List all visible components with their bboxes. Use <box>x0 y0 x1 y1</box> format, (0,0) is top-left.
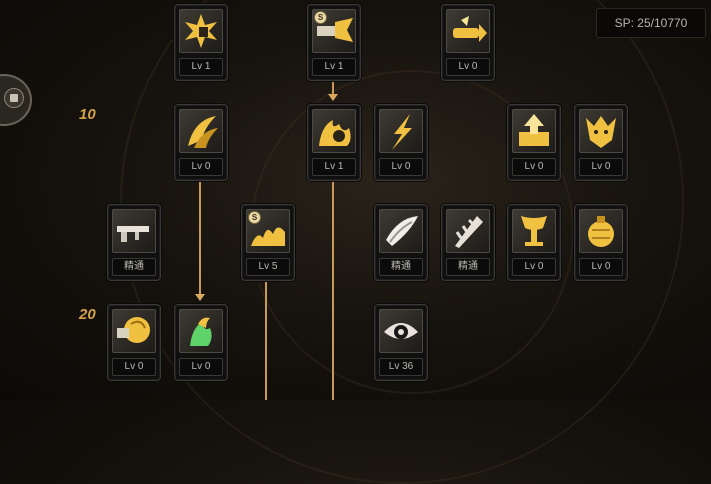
rifle-icon <box>112 209 156 253</box>
lightning-icon <box>379 109 423 153</box>
blade-icon <box>379 209 423 253</box>
connector-line <box>265 282 267 400</box>
connector-arrow <box>195 294 205 301</box>
skill-rifle-mastery[interactable]: 精通 <box>107 204 161 281</box>
skill-lightning[interactable]: Lv 0 <box>374 104 428 181</box>
skill-level-label: Lv 0 <box>379 158 423 176</box>
skill-spike-mastery[interactable]: 精通 <box>441 204 495 281</box>
beast-crest-icon <box>579 109 623 153</box>
spike-icon <box>446 209 490 253</box>
skill-beast-crest[interactable]: Lv 0 <box>574 104 628 181</box>
grenade-icon <box>579 209 623 253</box>
skill-level-label: Lv 1 <box>312 58 356 76</box>
launcher-icon <box>446 9 490 53</box>
skill-level-label: Lv 0 <box>179 158 223 176</box>
skill-level-label: Lv 1 <box>179 58 223 76</box>
connector-arrow <box>328 94 338 101</box>
connector-line <box>332 178 334 400</box>
special-badge: S <box>314 11 327 24</box>
skill-claw-slash[interactable]: Lv 0 <box>174 104 228 181</box>
skill-level-label: Lv 5 <box>246 258 290 276</box>
skill-grenade[interactable]: Lv 0 <box>574 204 628 281</box>
eye-icon <box>379 309 423 353</box>
green-claw-icon <box>179 309 223 353</box>
skill-green-claw[interactable]: Lv 0 <box>174 304 228 381</box>
wings-icon <box>512 209 556 253</box>
sp-counter: SP: 25/10770 <box>596 8 706 38</box>
claw-icon <box>179 109 223 153</box>
skill-level-label: 精通 <box>446 258 490 276</box>
skill-upgrade-station[interactable]: Lv 0 <box>507 104 561 181</box>
flame-fist-icon <box>312 109 356 153</box>
explosion-icon <box>179 9 223 53</box>
special-badge: S <box>248 211 261 224</box>
row-label-10: 10 <box>79 106 96 123</box>
skill-level-label: Lv 0 <box>579 158 623 176</box>
skill-level-label: 精通 <box>112 258 156 276</box>
fire-wave-icon: S <box>246 209 290 253</box>
skill-gold-fist[interactable]: Lv 0 <box>107 304 161 381</box>
gold-fist-icon <box>112 309 156 353</box>
connector-line <box>332 78 334 94</box>
skill-special-gunfire[interactable]: S Lv 1 <box>307 4 361 81</box>
skill-flame-fist[interactable]: Lv 1 <box>307 104 361 181</box>
skill-level-label: Lv 0 <box>512 258 556 276</box>
skill-level-label: Lv 1 <box>312 158 356 176</box>
gunfire-icon: S <box>312 9 356 53</box>
skill-level-label: Lv 0 <box>112 358 156 376</box>
skill-level-label: Lv 0 <box>446 58 490 76</box>
menu-grid-icon <box>4 88 24 108</box>
side-menu-tab[interactable] <box>0 74 32 126</box>
skill-level-label: Lv 0 <box>512 158 556 176</box>
skill-level-label: Lv 0 <box>579 258 623 276</box>
row-label-20: 20 <box>79 306 96 323</box>
skill-level-label: 精通 <box>379 258 423 276</box>
skill-level-label: Lv 0 <box>179 358 223 376</box>
skill-eye[interactable]: Lv 36 <box>374 304 428 381</box>
connector-line <box>199 178 201 294</box>
skill-special-wave[interactable]: S Lv 5 <box>241 204 295 281</box>
skill-launcher[interactable]: Lv 0 <box>441 4 495 81</box>
skill-blade-mastery[interactable]: 精通 <box>374 204 428 281</box>
upgrade-arrow-icon <box>512 109 556 153</box>
skill-bomb-shield[interactable]: Lv 1 <box>174 4 228 81</box>
skill-wings[interactable]: Lv 0 <box>507 204 561 281</box>
skill-level-label: Lv 36 <box>379 358 423 376</box>
